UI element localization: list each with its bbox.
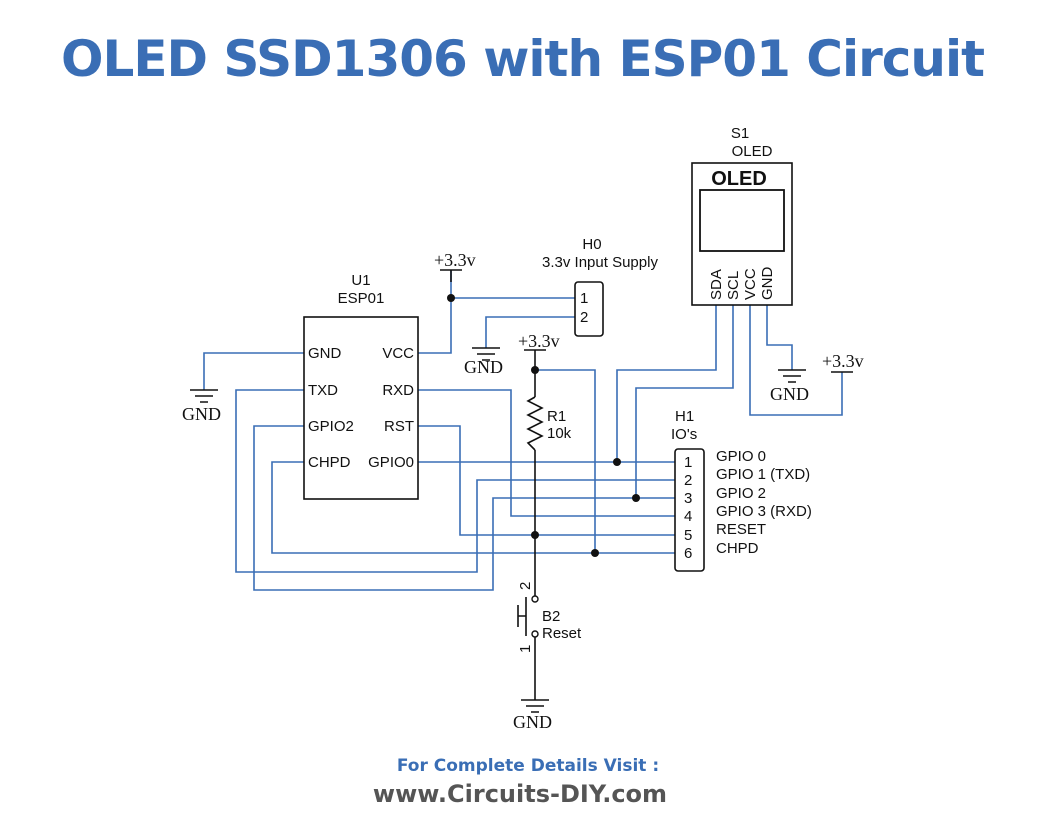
- h0-pin: 2: [580, 309, 588, 326]
- page-title: OLED SSD1306 with ESP01 Circuit: [60, 30, 985, 88]
- wire-oled-vcc: [749, 305, 843, 416]
- gnd-symbol: GND: [464, 347, 503, 377]
- wires: [203, 270, 843, 591]
- h1-pin: 6: [684, 545, 692, 562]
- gnd-symbol: GND: [770, 369, 809, 404]
- u1-pin-right: RXD: [382, 382, 414, 399]
- h1-pin: 1: [684, 454, 692, 471]
- gnd-label: GND: [513, 712, 552, 732]
- vcc-symbol: +3.3v: [822, 351, 864, 373]
- h1-label: GPIO 1 (TXD): [716, 466, 810, 483]
- gnd-bars: [190, 389, 218, 403]
- r1-zigzag: [526, 396, 544, 451]
- vcc-symbol: +3.3v: [518, 331, 560, 351]
- wire-u1-gnd: [203, 352, 304, 390]
- junction-dot: [531, 531, 539, 539]
- gnd-symbol: GND: [513, 699, 552, 732]
- footer-visit-text: For Complete Details Visit :: [396, 756, 660, 776]
- s1-oled-module: S1 OLED OLED SDA SCL VCC GND: [691, 125, 793, 306]
- h0-pin: 1: [580, 290, 588, 307]
- b2-reset-button: 2 1 B2 Reset: [517, 582, 582, 653]
- r1-value: 10k: [547, 425, 572, 442]
- u1-pin-left: TXD: [308, 382, 338, 399]
- vcc-bar: [440, 269, 462, 282]
- junction-dot: [591, 549, 599, 557]
- h1-pin: 2: [684, 472, 692, 489]
- gnd-bars: [472, 347, 500, 361]
- b2-pin2: 2: [517, 582, 534, 590]
- u1-body: [303, 316, 419, 500]
- wire-rxd: [418, 389, 675, 517]
- u1-ref: U1: [351, 272, 370, 289]
- gnd-bars: [521, 699, 549, 713]
- h1-label: GPIO 0: [716, 448, 766, 465]
- h0-supply-header: H0 3.3v Input Supply 1 2: [542, 236, 658, 337]
- vcc-label: +3.3v: [822, 351, 864, 371]
- s1-pin-vcc: VCC: [742, 268, 759, 300]
- h0-ref: H0: [582, 236, 601, 253]
- gnd-bars: [778, 369, 806, 383]
- junctions: [447, 294, 640, 557]
- vcc-label: +3.3v: [434, 250, 476, 270]
- wire-chpd: [271, 461, 675, 554]
- h1-pin: 4: [684, 508, 692, 525]
- u1-name: ESP01: [338, 290, 385, 307]
- r1-resistor: R1 10k: [526, 396, 572, 451]
- h1-label: RESET: [716, 521, 766, 538]
- wire-scl: [635, 305, 734, 498]
- wire-oled-gnd: [766, 305, 793, 370]
- h0-name: 3.3v Input Supply: [542, 254, 658, 271]
- b2-pin1: 1: [517, 645, 534, 653]
- u1-pin-left: GND: [308, 345, 342, 362]
- wire-txd: [235, 389, 675, 573]
- vcc-label: +3.3v: [518, 331, 560, 351]
- h1-pin: 3: [684, 490, 692, 507]
- s1-pin-sda: SDA: [708, 269, 725, 300]
- h0-body: [574, 281, 604, 337]
- wire-gpio2: [253, 425, 675, 591]
- u1-pin-right: GPIO0: [368, 454, 414, 471]
- gnd-label: GND: [182, 404, 221, 424]
- r1-ref: R1: [547, 408, 566, 425]
- h1-pin: 5: [684, 527, 692, 544]
- s1-ref: S1: [731, 125, 749, 142]
- u1-pin-right: RST: [384, 418, 414, 435]
- u1-esp01: U1 ESP01 GND TXD GPIO2 CHPD VCC RXD RST …: [303, 272, 419, 500]
- vcc-symbol: +3.3v: [434, 250, 476, 282]
- h1-body: [674, 448, 705, 572]
- junction-dot: [613, 458, 621, 466]
- h1-io-header: H1 IO's 1 2 3 4 5 6 GPIO 0 GPIO 1 (TXD) …: [671, 408, 812, 572]
- s1-pin-scl: SCL: [725, 271, 742, 300]
- b2-contact: [531, 630, 539, 638]
- s1-screen: [699, 189, 785, 252]
- h1-ref: H1: [675, 408, 694, 425]
- b2-actuator: [517, 597, 527, 636]
- u1-pin-left: GPIO2: [308, 418, 354, 435]
- h1-label: GPIO 2: [716, 485, 766, 502]
- wire-u1-vcc: [418, 297, 575, 354]
- junction-dot: [531, 366, 539, 374]
- junction-dot: [447, 294, 455, 302]
- b2-ref: B2: [542, 608, 560, 625]
- wire-sda: [616, 305, 717, 462]
- footer-url[interactable]: www.Circuits-DIY.com: [372, 780, 668, 808]
- gnd-label: GND: [770, 384, 809, 404]
- wire-h0-gnd: [485, 316, 575, 348]
- b2-contact: [531, 595, 539, 603]
- gnd-label: GND: [464, 357, 503, 377]
- s1-pin-gnd: GND: [759, 267, 776, 301]
- junction-dot: [632, 494, 640, 502]
- b2-name: Reset: [542, 625, 582, 642]
- s1-screen-label: OLED: [711, 168, 767, 190]
- gnd-symbol: GND: [182, 389, 221, 424]
- h1-name: IO's: [671, 426, 697, 443]
- wire-rst: [418, 425, 675, 536]
- h1-label: CHPD: [716, 540, 759, 557]
- u1-pin-right: VCC: [382, 345, 414, 362]
- wire-pullup-chpd: [535, 369, 596, 553]
- s1-name: OLED: [732, 143, 773, 160]
- h1-label: GPIO 3 (RXD): [716, 503, 812, 520]
- u1-pin-left: CHPD: [308, 454, 351, 471]
